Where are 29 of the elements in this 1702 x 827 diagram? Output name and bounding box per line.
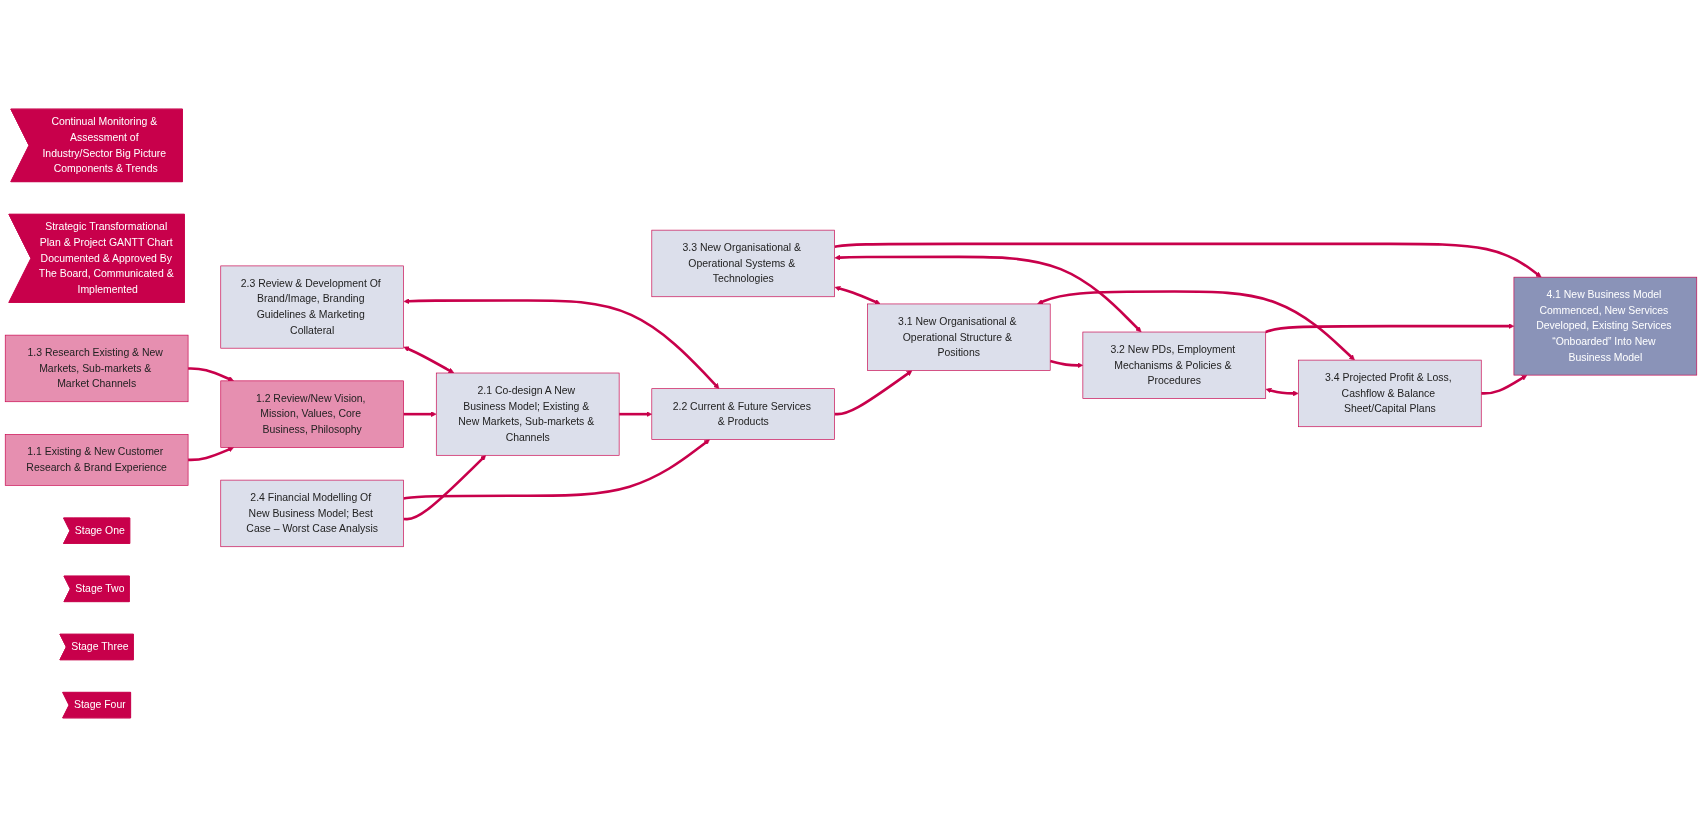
node-box: 3.2 New PDs, Employment Mechanisms & Policies & Procedures [1082, 331, 1267, 399]
arrow [1265, 323, 1515, 334]
arrow [834, 242, 1542, 278]
node-box: 1.1 Existing & New Customer Research & Brand Experience [4, 434, 189, 486]
node-box: 1.3 Research Existing & New Markets, Sub-markets & Market Channels [4, 334, 189, 403]
arrow [403, 411, 437, 418]
arrow [1049, 359, 1084, 369]
arrow [619, 411, 653, 418]
node-box: 2.2 Current & Future Services & Products [651, 388, 835, 440]
arrow [1265, 387, 1299, 397]
node-box: 3.4 Projected Profit & Loss, Cashflow & Balance Sheet/Capital Plans [1298, 359, 1482, 428]
arrow [834, 285, 881, 305]
arrow [403, 346, 455, 374]
arrow [188, 446, 234, 462]
arrow [1037, 290, 1355, 361]
arrow [403, 455, 487, 521]
arrow [834, 370, 913, 416]
node-box: 3.3 New Organisational & Operational Systems & Technologies [651, 229, 835, 298]
arrow [403, 298, 720, 389]
node-box: 3.1 New Organisational & Operational Structure & Positions [867, 303, 1051, 371]
arrow [834, 254, 1142, 333]
arrow [1481, 374, 1528, 395]
arrow [188, 367, 234, 382]
node-box: 2.3 Review & Development Of Brand/Image, Branding Guidelines & Marketing Collateral [220, 265, 404, 349]
node-box: 2.1 Co-design A New Business Model; Existing & New Markets, Sub-markets & Channels [435, 372, 620, 456]
node-box: 1.2 Review/New Vision, Mission, Values, Core Business, Philosophy [220, 380, 404, 448]
node-box: 4.1 New Business Model Commenced, New Services Developed, Existing Services “Onboarded” Into New Business Model [1513, 276, 1698, 376]
node-box: 2.4 Financial Modelling Of New Business Model; Best Case – Worst Case Analysis [220, 479, 404, 548]
arrow [403, 439, 710, 500]
